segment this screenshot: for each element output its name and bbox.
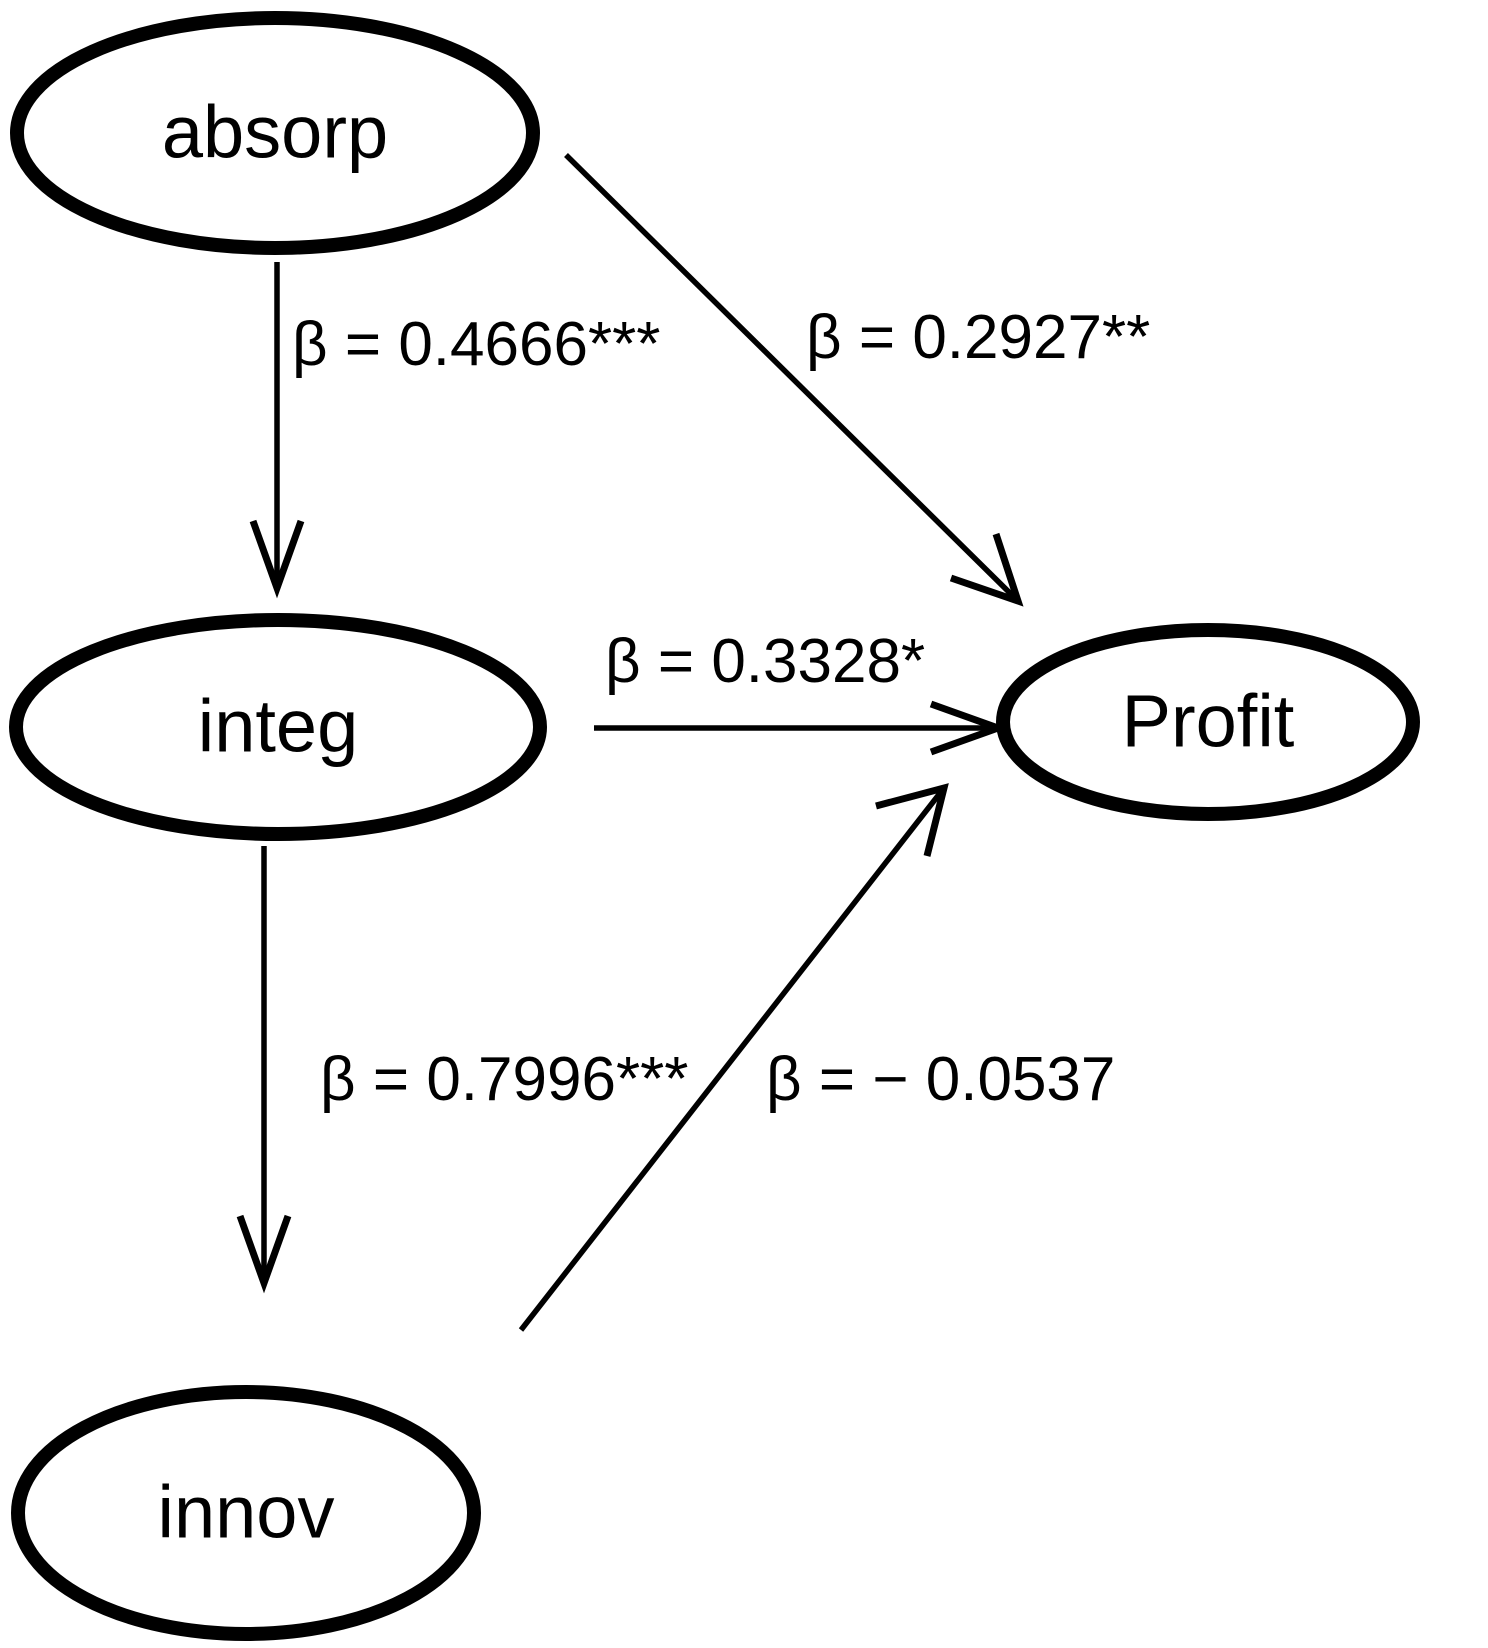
node-shape-profit (996, 623, 1420, 821)
edge-line-innov-profit (518, 786, 947, 1332)
edge-absorp-to-profit[interactable]: β = 0.2927** (564, 153, 1150, 607)
node-shape-absorp (10, 11, 540, 255)
edge-innov-to-profit[interactable]: β = − 0.0537 (518, 783, 1115, 1332)
node-innov[interactable]: innov (11, 1385, 481, 1641)
arrowhead-icon (236, 1214, 292, 1294)
edge-label-innov-profit: β = − 0.0537 (766, 1045, 1115, 1114)
node-shape-integ (9, 613, 547, 841)
node-integ[interactable]: integ (9, 613, 547, 841)
edge-label-absorp-profit: β = 0.2927** (806, 303, 1150, 372)
node-shape-innov (11, 1385, 481, 1641)
arrowhead-icon (249, 519, 305, 599)
node-absorp[interactable]: absorp (10, 11, 540, 255)
edge-integ-to-profit[interactable]: β = 0.3328* (594, 627, 1009, 756)
node-label-absorp: absorp (162, 91, 388, 174)
edge-absorp-to-integ[interactable]: β = 0.4666*** (249, 262, 660, 599)
edge-label-integ-innov: β = 0.7996*** (320, 1045, 688, 1114)
edge-label-integ-profit: β = 0.3328* (605, 627, 925, 696)
arrowhead-icon (875, 783, 949, 857)
edge-integ-to-innov[interactable]: β = 0.7996*** (236, 846, 688, 1294)
node-profit[interactable]: Profit (996, 623, 1420, 821)
edge-line-absorp-profit (564, 153, 1020, 603)
arrowhead-icon (949, 532, 1024, 607)
node-label-integ: integ (198, 685, 358, 768)
node-label-innov: innov (158, 1471, 335, 1554)
edge-label-absorp-integ: β = 0.4666*** (292, 310, 660, 379)
node-label-profit: Profit (1122, 680, 1295, 763)
